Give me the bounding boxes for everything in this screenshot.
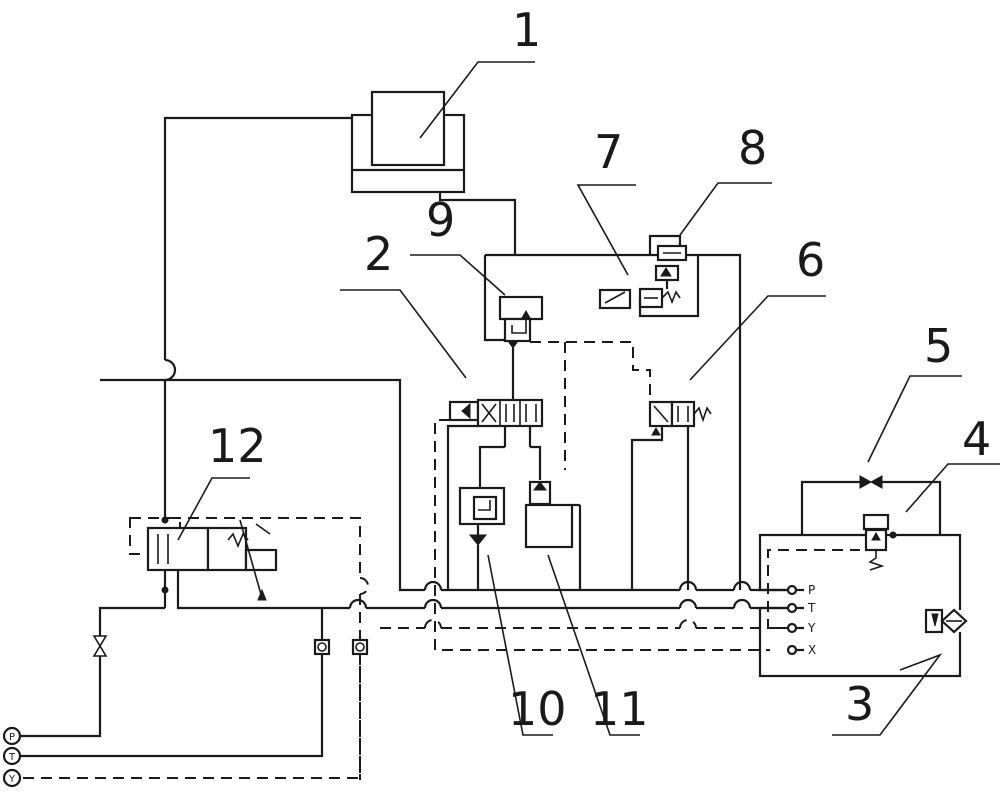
right-module <box>758 480 962 678</box>
manifold-frame <box>483 253 742 590</box>
callout-11: 11 <box>590 682 649 736</box>
ports-right: P T Y X <box>786 583 816 657</box>
port-right-y: Y <box>807 621 816 635</box>
port-left-t: T <box>8 752 16 763</box>
callout-6: 6 <box>796 233 825 287</box>
callout-1: 1 <box>512 3 541 57</box>
pilot-line-2-left <box>434 419 770 651</box>
component-9-relief-valve <box>498 295 544 400</box>
component-2-directional-valve <box>448 398 544 447</box>
component-4-relief-valve <box>862 513 897 571</box>
pipe-2-to-11 <box>530 445 542 480</box>
pipe-2-left <box>446 424 478 590</box>
ports-left: P T Y <box>2 726 22 788</box>
pilot-line-9-6 <box>530 341 651 400</box>
callout-4: 4 <box>962 412 991 466</box>
callout-2: 2 <box>364 227 393 281</box>
callout-7: 7 <box>594 125 623 179</box>
callout-numbers: 1 2 3 4 5 6 7 8 9 10 11 12 <box>208 3 991 736</box>
callout-10: 10 <box>508 682 567 736</box>
left-lower-lines <box>20 608 369 779</box>
component-8-pressure-valve <box>648 234 688 289</box>
component-7-solenoid-valve <box>598 255 700 318</box>
port-left-p: P <box>9 732 15 743</box>
component-11-valve <box>524 480 582 590</box>
component-10-valve <box>458 486 506 590</box>
callout-9: 9 <box>426 193 455 247</box>
port-right-t: T <box>807 601 816 615</box>
callout-8: 8 <box>738 121 767 175</box>
component-12-servo-valve <box>98 516 369 780</box>
component-5-ball-valve <box>859 475 883 489</box>
port-right-x: X <box>808 643 816 657</box>
component-6-valve <box>630 400 712 590</box>
callout-3: 3 <box>845 677 874 731</box>
callout-12: 12 <box>208 419 267 473</box>
component-3-filter <box>924 608 968 634</box>
pipe-2-to-10 <box>478 445 505 488</box>
callout-leaders <box>177 61 1000 736</box>
port-right-p: P <box>808 583 815 597</box>
port-left-y: Y <box>8 774 16 785</box>
component-1-actuator <box>350 90 466 194</box>
callout-5: 5 <box>924 319 953 373</box>
pipe-1-to-9 <box>438 192 517 255</box>
